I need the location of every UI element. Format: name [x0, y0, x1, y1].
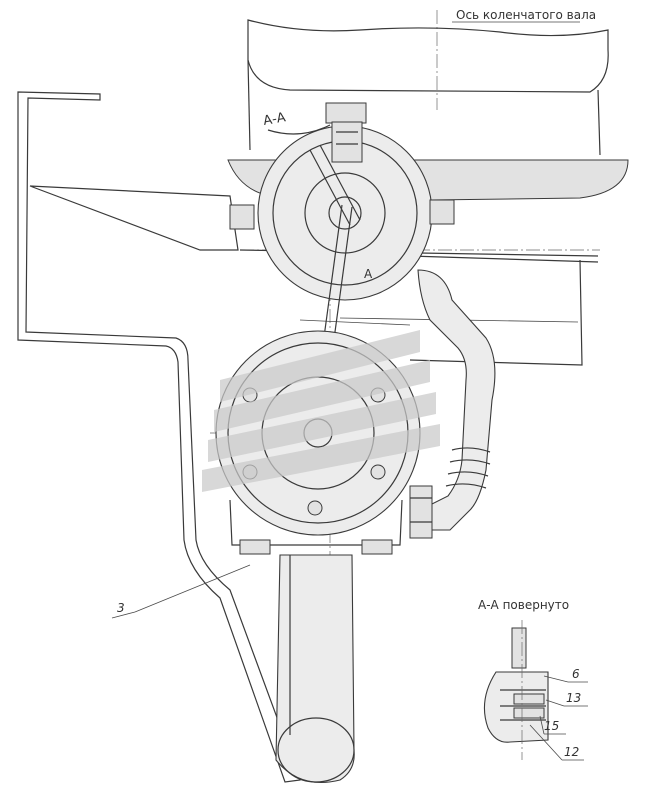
callout-3-label: 3 [117, 601, 125, 615]
callout-13: 13 [545, 691, 588, 707]
section-view-title: А-А повернуто [478, 598, 569, 612]
callout-12-label: 12 [564, 745, 579, 759]
callout-15-label: 15 [544, 719, 559, 733]
callout-3: 3 [111, 564, 251, 619]
callout-6-label: 6 [572, 667, 580, 681]
watermark-logo [202, 330, 440, 492]
crankshaft-axis-label: Ось коленчатого вала [456, 8, 596, 22]
section-mark-top: А-А [262, 110, 287, 129]
callout-12: 12 [529, 724, 584, 761]
callout-6: 6 [543, 667, 588, 683]
section-view: А-А повернуто [478, 598, 569, 760]
callout-15: 15 [539, 715, 566, 735]
coolant-hose [409, 269, 496, 539]
frame-bracket [17, 91, 301, 783]
outlet-pipe [275, 554, 355, 784]
section-mark-letter: А [364, 267, 373, 281]
callout-13-label: 13 [566, 691, 581, 705]
upper-cover [229, 102, 455, 301]
section-mark: А-А А [262, 110, 373, 281]
